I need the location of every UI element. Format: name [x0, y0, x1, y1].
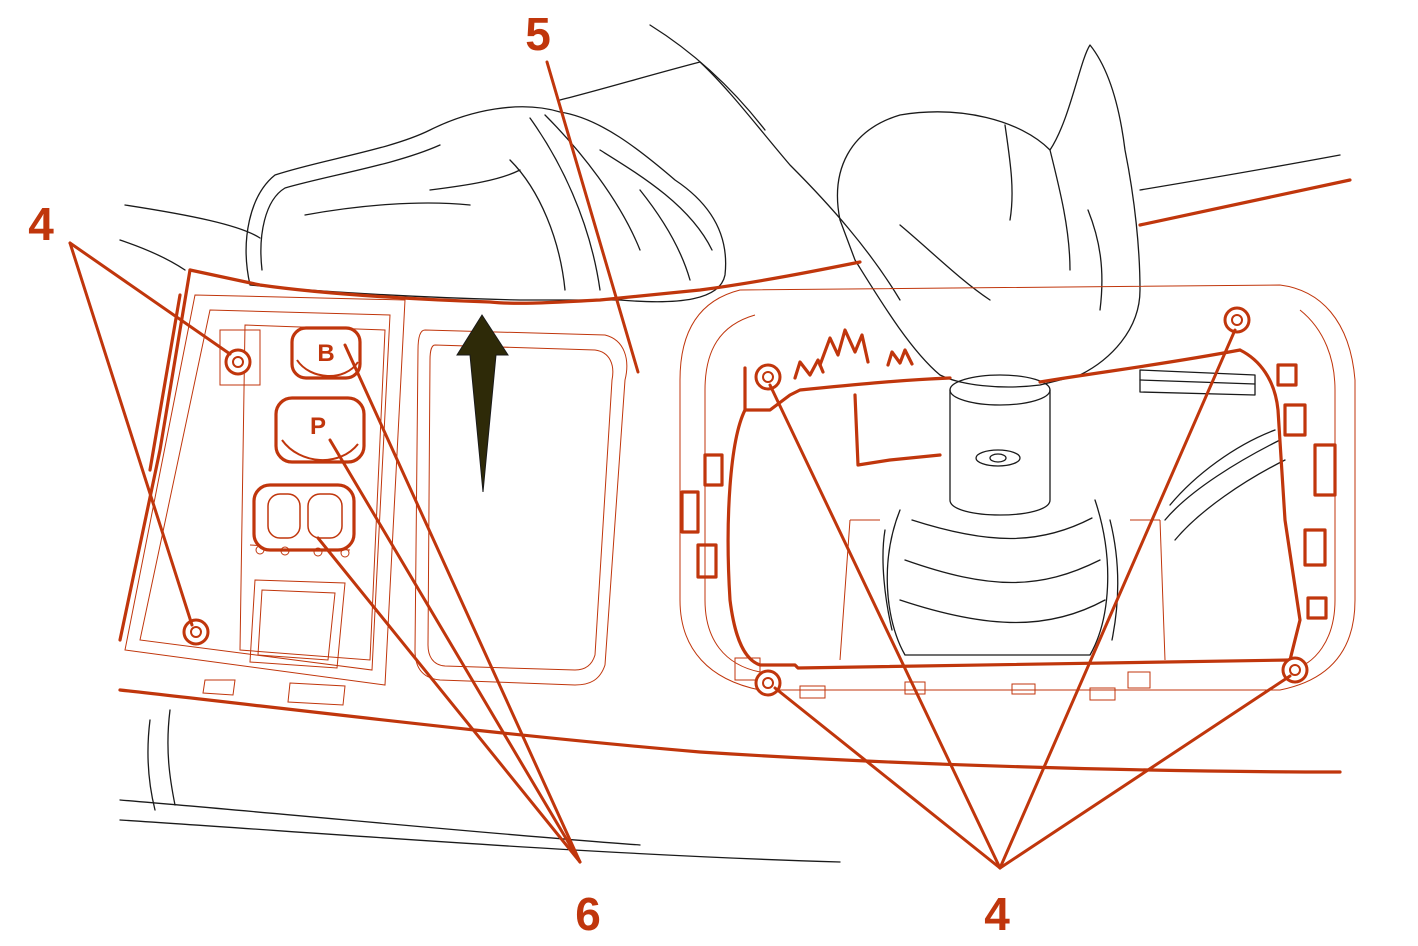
screw-lower-left [182, 618, 210, 646]
callout-4-left: 4 [28, 198, 54, 250]
lift-direction-arrow [456, 314, 509, 493]
button-p-label: P [310, 413, 326, 440]
screw-front-right-opening [1223, 306, 1251, 334]
button-b-label: B [317, 340, 334, 367]
console-edges [118, 178, 1352, 774]
panel-detail-lines [124, 284, 1356, 706]
screw-front-left-opening [754, 363, 782, 391]
button-double-switch [252, 483, 356, 558]
callout-5: 5 [525, 8, 551, 60]
callout-4-right: 4 [984, 888, 1010, 940]
button-p: P [274, 396, 366, 464]
callout-6: 6 [575, 888, 601, 940]
screw-upper-left [224, 348, 252, 376]
background-line-art [119, 24, 1341, 863]
button-b: B [290, 326, 362, 380]
leader-lines [68, 60, 1292, 870]
screw-rear-left-opening [754, 669, 782, 697]
